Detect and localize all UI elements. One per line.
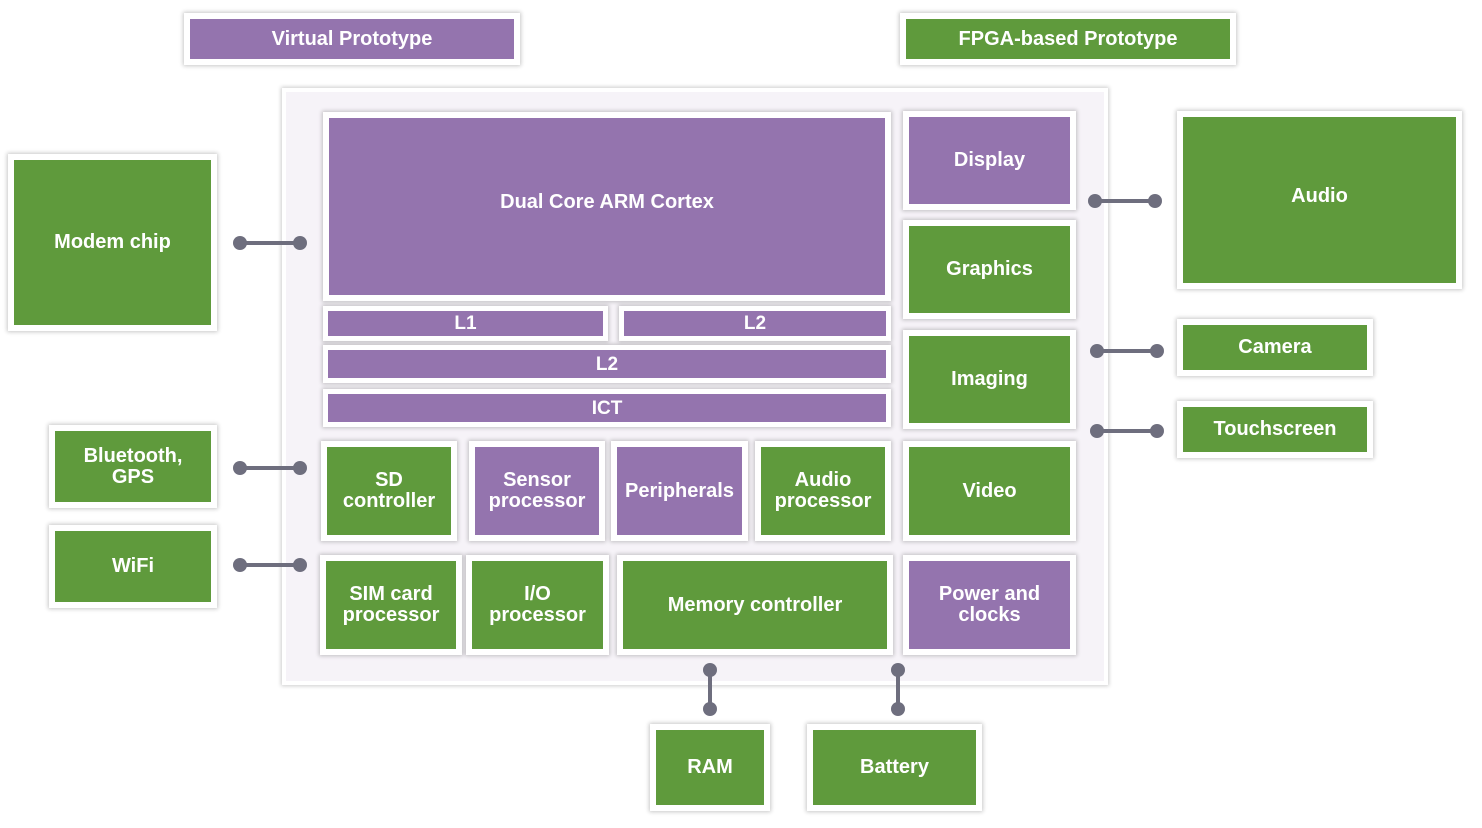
sim-card-processor-label: SIM card processor xyxy=(342,583,440,626)
audio-block: Audio xyxy=(1177,111,1462,289)
camera-label: Camera xyxy=(1238,336,1312,358)
graphics-label: Graphics xyxy=(946,258,1033,280)
connector-modem xyxy=(233,236,307,250)
l2-cache-block: L2 xyxy=(323,345,891,383)
wifi-block: WiFi xyxy=(49,525,217,608)
ict-label: ICT xyxy=(591,397,623,419)
bluetooth-gps-block: Bluetooth, GPS xyxy=(49,425,217,508)
wifi-label: WiFi xyxy=(111,555,155,577)
video-label: Video xyxy=(962,479,1017,502)
io-processor-label: I/O processor xyxy=(489,583,586,626)
display-label: Display xyxy=(953,149,1026,171)
connector-touchscreen xyxy=(1090,424,1164,438)
power-clocks-block: Power and clocks xyxy=(903,555,1076,655)
sd-controller-block: SD controller xyxy=(321,441,457,541)
audio-processor-label: Audio processor xyxy=(774,469,872,512)
modem-chip-block: Modem chip xyxy=(8,154,217,331)
graphics-block: Graphics xyxy=(903,220,1076,319)
imaging-block: Imaging xyxy=(903,330,1076,429)
ram-label: RAM xyxy=(687,756,733,778)
peripherals-label: Peripherals xyxy=(625,479,734,502)
memory-controller-block: Memory controller xyxy=(617,555,893,655)
io-processor-block: I/O processor xyxy=(466,555,609,655)
legend-virtual-prototype-label: Virtual Prototype xyxy=(271,27,433,50)
l2-right-cache-block: L2 xyxy=(619,306,891,341)
camera-block: Camera xyxy=(1177,319,1373,376)
connector-battery xyxy=(891,663,905,716)
power-clocks-label: Power and clocks xyxy=(938,583,1041,626)
cpu-block: Dual Core ARM Cortex xyxy=(323,112,891,301)
memory-controller-label: Memory controller xyxy=(667,593,843,616)
connector-ram xyxy=(703,663,717,716)
legend-virtual-prototype: Virtual Prototype xyxy=(184,13,520,65)
connector-audio xyxy=(1088,194,1162,208)
peripherals-block: Peripherals xyxy=(611,441,748,541)
battery-block: Battery xyxy=(807,724,982,811)
sensor-processor-block: Sensor processor xyxy=(469,441,605,541)
video-block: Video xyxy=(903,441,1076,541)
l1-label: L1 xyxy=(454,313,477,334)
connector-bluetooth xyxy=(233,461,307,475)
display-block: Display xyxy=(903,111,1076,210)
ict-block: ICT xyxy=(323,389,891,427)
legend-fpga-prototype: FPGA-based Prototype xyxy=(900,13,1236,65)
modem-chip-label: Modem chip xyxy=(54,231,171,253)
audio-label: Audio xyxy=(1291,184,1348,207)
connector-camera xyxy=(1090,344,1164,358)
touchscreen-block: Touchscreen xyxy=(1177,401,1373,458)
legend-fpga-prototype-label: FPGA-based Prototype xyxy=(958,27,1178,50)
battery-label: Battery xyxy=(860,756,929,778)
audio-processor-block: Audio processor xyxy=(755,441,891,541)
sensor-processor-label: Sensor processor xyxy=(488,469,586,512)
l1-cache-block: L1 xyxy=(323,306,608,341)
l2-label: L2 xyxy=(595,353,619,375)
cpu-label: Dual Core ARM Cortex xyxy=(500,191,714,213)
imaging-label: Imaging xyxy=(951,368,1028,390)
ram-block: RAM xyxy=(650,724,770,811)
touchscreen-label: Touchscreen xyxy=(1213,418,1337,440)
sd-controller-label: SD controller xyxy=(342,469,436,512)
l2-right-label: L2 xyxy=(743,313,767,334)
sim-card-processor-block: SIM card processor xyxy=(320,555,462,655)
connector-wifi xyxy=(233,558,307,572)
bluetooth-gps-label: Bluetooth, GPS xyxy=(83,444,183,488)
